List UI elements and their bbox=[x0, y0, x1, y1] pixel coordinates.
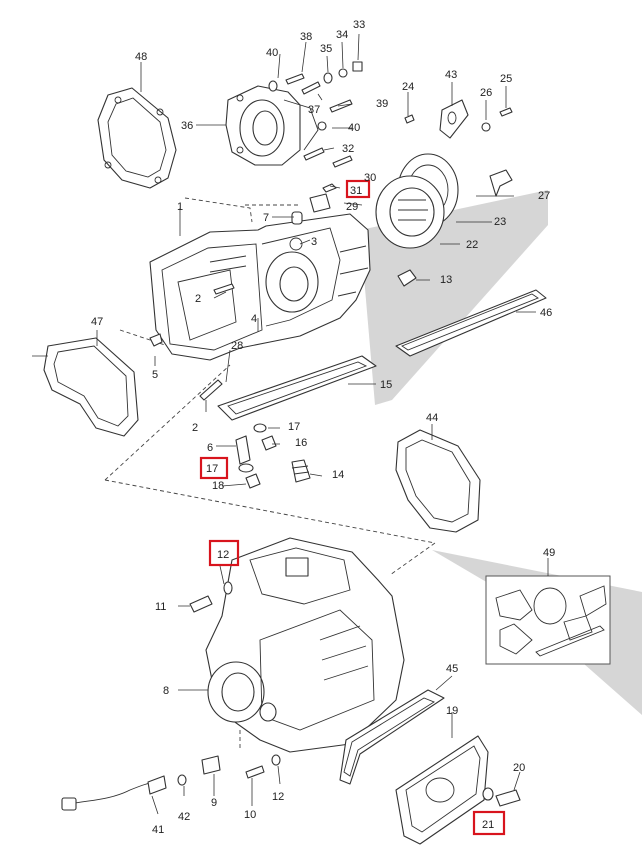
gasket-48 bbox=[97, 87, 177, 189]
washer-42 bbox=[177, 774, 187, 786]
cover-19 bbox=[395, 735, 489, 845]
callout-25: 25 bbox=[500, 73, 512, 85]
callout-labels: 48 36 40 38 35 34 33 37 39 40 32 24 43 2… bbox=[91, 19, 555, 836]
extension-housing-8 bbox=[205, 537, 405, 753]
callout-31: 31 bbox=[350, 185, 362, 197]
callout-21: 21 bbox=[482, 819, 494, 831]
callout-36: 36 bbox=[181, 120, 193, 132]
callout-4: 4 bbox=[251, 313, 257, 325]
callout-33: 33 bbox=[353, 19, 365, 31]
callout-3: 3 bbox=[311, 236, 317, 248]
callout-17b: 17 bbox=[206, 463, 218, 475]
callout-49: 49 bbox=[543, 547, 555, 559]
gasket-kit-49 bbox=[485, 575, 611, 665]
gasket-rings-22-23 bbox=[375, 153, 459, 249]
callout-44: 44 bbox=[426, 412, 438, 424]
callout-19: 19 bbox=[446, 705, 458, 717]
bolts-top bbox=[268, 61, 363, 193]
cover-43 bbox=[404, 99, 513, 139]
callout-5: 5 bbox=[152, 369, 158, 381]
callout-28: 28 bbox=[231, 340, 243, 352]
callout-17a: 17 bbox=[288, 421, 300, 433]
washer-21 bbox=[482, 787, 494, 801]
callout-11: 11 bbox=[155, 601, 166, 613]
callout-27: 27 bbox=[538, 190, 550, 202]
callout-38: 38 bbox=[300, 31, 312, 43]
callout-12a: 12 bbox=[217, 549, 229, 561]
bolt-10 bbox=[245, 765, 265, 779]
callout-22: 22 bbox=[466, 239, 478, 251]
callout-8: 8 bbox=[163, 685, 169, 697]
gear-9 bbox=[201, 755, 221, 775]
plate-29 bbox=[309, 193, 331, 213]
callout-9: 9 bbox=[211, 797, 217, 809]
callout-39: 39 bbox=[376, 98, 388, 110]
highlight-box-21 bbox=[472, 810, 506, 836]
callout-1: 1 bbox=[177, 201, 183, 213]
callout-15: 15 bbox=[380, 379, 392, 391]
callout-14: 14 bbox=[332, 469, 344, 481]
highlight-box-12 bbox=[208, 539, 240, 567]
callout-40: 40 bbox=[266, 47, 278, 59]
highlight-boxes bbox=[199, 179, 506, 836]
assembly-guide bbox=[104, 197, 437, 748]
retainer-36 bbox=[225, 85, 319, 166]
speed-sensor-41 bbox=[61, 775, 167, 811]
callout-13: 13 bbox=[440, 274, 452, 286]
small-fasteners bbox=[149, 283, 311, 489]
callout-43: 43 bbox=[445, 69, 457, 81]
callout-35: 35 bbox=[320, 43, 332, 55]
washer-12-top bbox=[223, 581, 233, 595]
callout-12b: 12 bbox=[272, 791, 284, 803]
callout-34: 34 bbox=[336, 29, 348, 41]
callout-47: 47 bbox=[91, 316, 103, 328]
callout-37: 37 bbox=[308, 104, 320, 116]
leader-lines bbox=[32, 33, 549, 815]
callout-30: 30 bbox=[364, 172, 376, 184]
callout-10: 10 bbox=[244, 809, 256, 821]
transfer-case-1 bbox=[149, 211, 371, 361]
gasket-15 bbox=[217, 355, 377, 421]
callout-45: 45 bbox=[446, 663, 458, 675]
callout-41: 41 bbox=[152, 824, 164, 836]
bolt-11 bbox=[189, 595, 213, 613]
callout-42: 42 bbox=[178, 811, 190, 823]
callout-46: 46 bbox=[540, 307, 552, 319]
callout-40b: 40 bbox=[348, 122, 360, 134]
highlight-box-17 bbox=[199, 456, 229, 480]
callout-24: 24 bbox=[402, 81, 414, 93]
callout-6: 6 bbox=[207, 442, 213, 454]
callout-2b: 2 bbox=[192, 422, 198, 434]
callout-2a: 2 bbox=[195, 293, 201, 305]
bolt-20 bbox=[495, 789, 521, 807]
gasket-44 bbox=[395, 429, 481, 533]
callout-29: 29 bbox=[346, 201, 358, 213]
plug-13 bbox=[397, 269, 417, 287]
highlight-box-31 bbox=[345, 179, 371, 199]
gasket-45 bbox=[339, 689, 445, 785]
callout-32: 32 bbox=[342, 143, 354, 155]
callout-48: 48 bbox=[135, 51, 147, 63]
gasket-46 bbox=[395, 289, 547, 357]
callout-7: 7 bbox=[263, 212, 269, 224]
callout-23: 23 bbox=[494, 216, 506, 228]
bracket-27 bbox=[489, 169, 513, 197]
callout-16: 16 bbox=[295, 437, 307, 449]
callout-18: 18 bbox=[212, 480, 224, 492]
callout-26: 26 bbox=[480, 87, 492, 99]
callout-20: 20 bbox=[513, 762, 525, 774]
gasket-47 bbox=[43, 337, 139, 437]
washer-12-bottom bbox=[271, 754, 281, 766]
